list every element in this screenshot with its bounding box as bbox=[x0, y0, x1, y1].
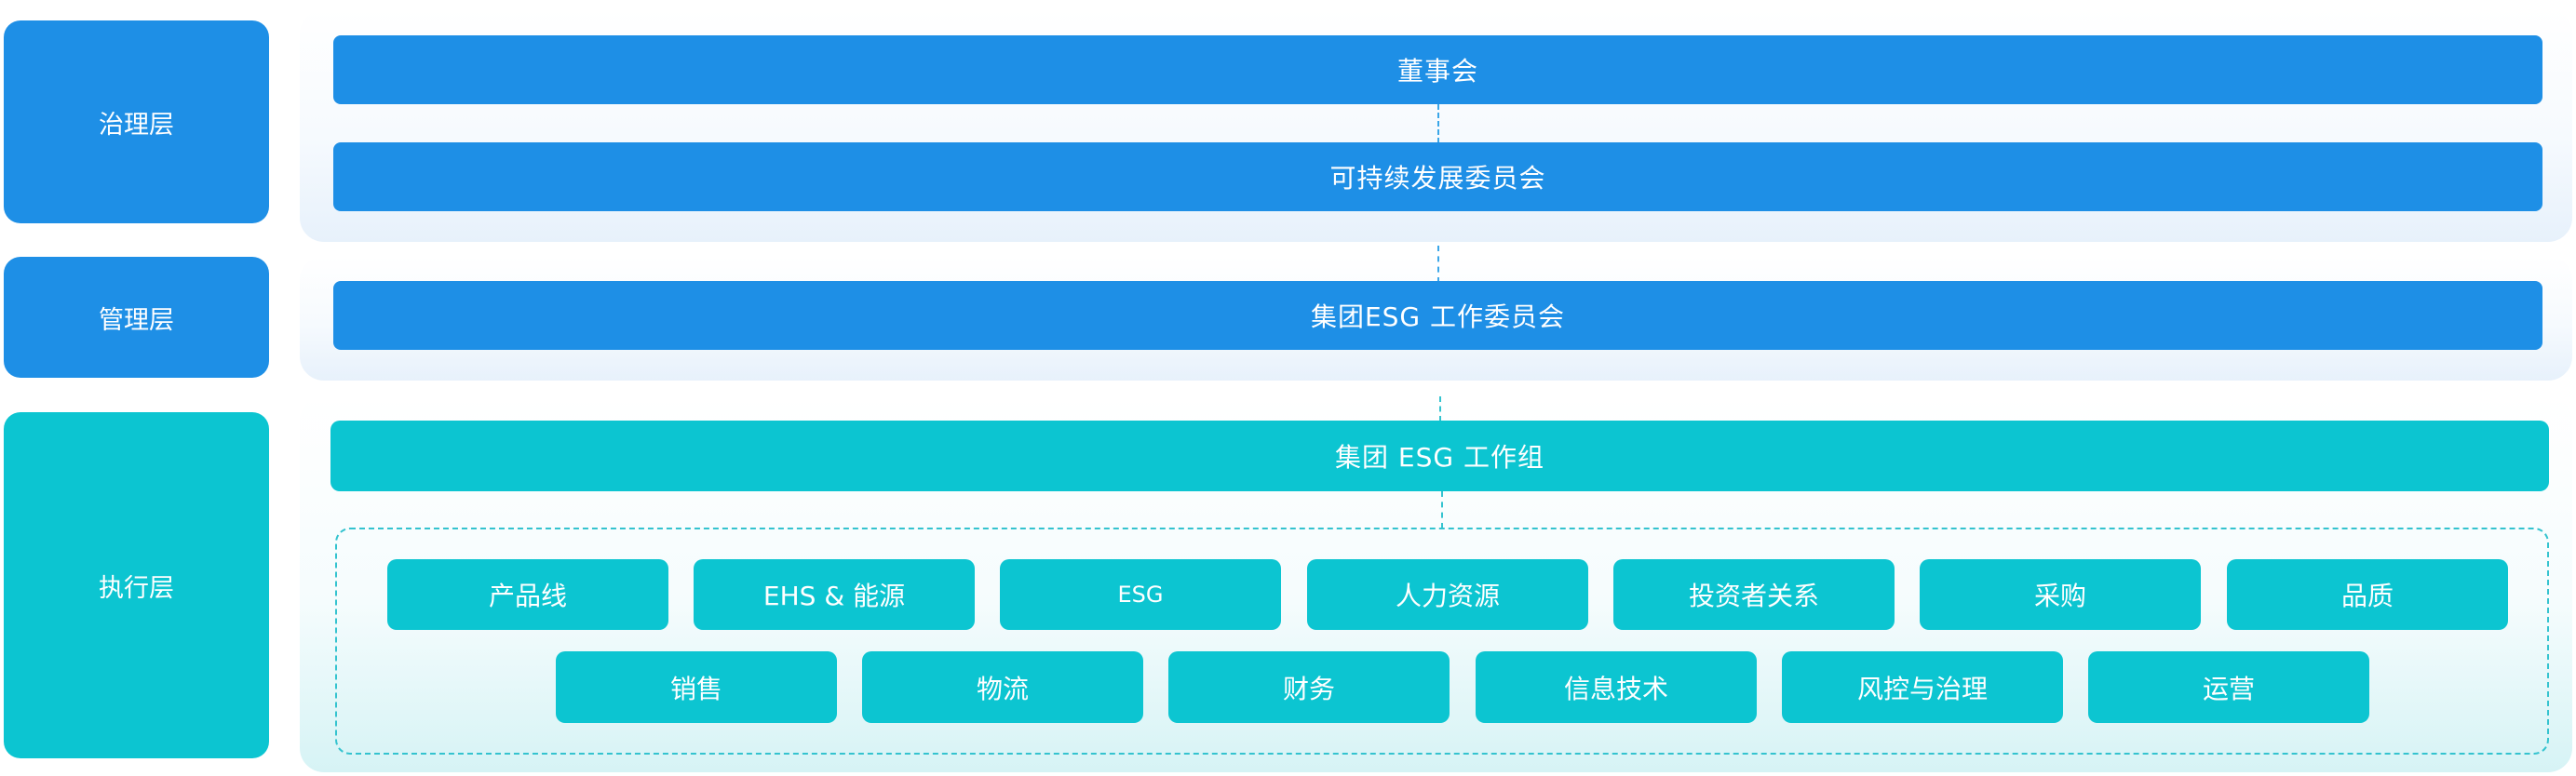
department-risk-control-governance: 风控与治理 bbox=[1782, 651, 2063, 723]
department-product-line: 产品线 bbox=[387, 559, 668, 630]
department-finance: 财务 bbox=[1168, 651, 1450, 723]
department-investor-relations: 投资者关系 bbox=[1613, 559, 1895, 630]
connector-working-group-to-departments bbox=[1441, 491, 1443, 528]
layer-label-execution: 执行层 bbox=[4, 412, 269, 758]
department-human-resources: 人力资源 bbox=[1307, 559, 1588, 630]
departments-container bbox=[335, 528, 2549, 755]
layer-label-management: 管理层 bbox=[4, 257, 269, 378]
department-procurement: 采购 bbox=[1920, 559, 2201, 630]
board-of-directors-bar: 董事会 bbox=[333, 35, 2542, 104]
layer-label-governance: 治理层 bbox=[4, 20, 269, 223]
connector-committee-to-esg-committee bbox=[1437, 246, 1439, 283]
department-logistics: 物流 bbox=[862, 651, 1143, 723]
department-esg: ESG bbox=[1000, 559, 1281, 630]
department-sales: 销售 bbox=[556, 651, 837, 723]
connector-management-to-execution bbox=[1439, 396, 1441, 421]
department-operations: 运营 bbox=[2088, 651, 2369, 723]
department-information-technology: 信息技术 bbox=[1476, 651, 1757, 723]
department-quality: 品质 bbox=[2227, 559, 2508, 630]
department-ehs-energy: EHS & 能源 bbox=[694, 559, 975, 630]
connector-board-to-committee bbox=[1437, 104, 1439, 143]
esg-committee-bar: 集团ESG 工作委员会 bbox=[333, 281, 2542, 350]
esg-working-group-bar: 集团 ESG 工作组 bbox=[330, 421, 2549, 491]
sustainability-committee-bar: 可持续发展委员会 bbox=[333, 142, 2542, 211]
